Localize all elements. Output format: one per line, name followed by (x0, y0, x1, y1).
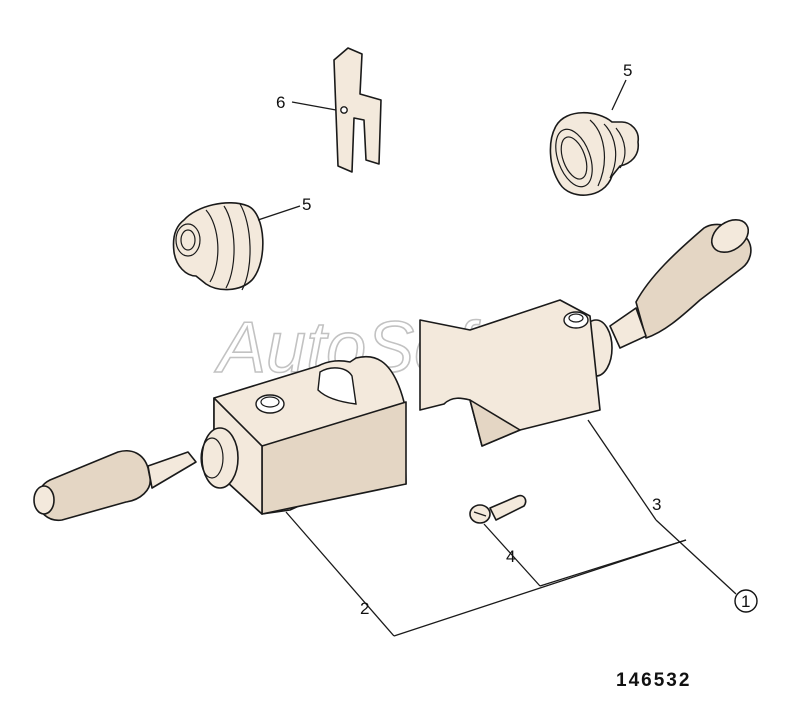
callout-4: 4 (506, 547, 515, 566)
part-5-gaiter-left (172, 202, 264, 291)
callout-5-upper: 5 (623, 61, 632, 80)
part-4-screw (469, 494, 527, 524)
part-3-right-switch (419, 218, 752, 447)
callout-1-circle (734, 589, 758, 613)
callout-3: 3 (652, 495, 661, 514)
drawing-number: 146532 (616, 670, 691, 691)
part-2-left-switch (33, 355, 407, 522)
part-6-shim-plate (333, 47, 382, 173)
callout-5-left: 5 (302, 195, 311, 214)
callout-1: 1 (741, 592, 750, 611)
leader-lines (257, 79, 737, 637)
callout-2: 2 (360, 599, 369, 618)
callout-6: 6 (276, 93, 285, 112)
callouts: 6 5 5 3 4 2 1 (276, 61, 758, 618)
part-5-gaiter-right (549, 112, 640, 196)
